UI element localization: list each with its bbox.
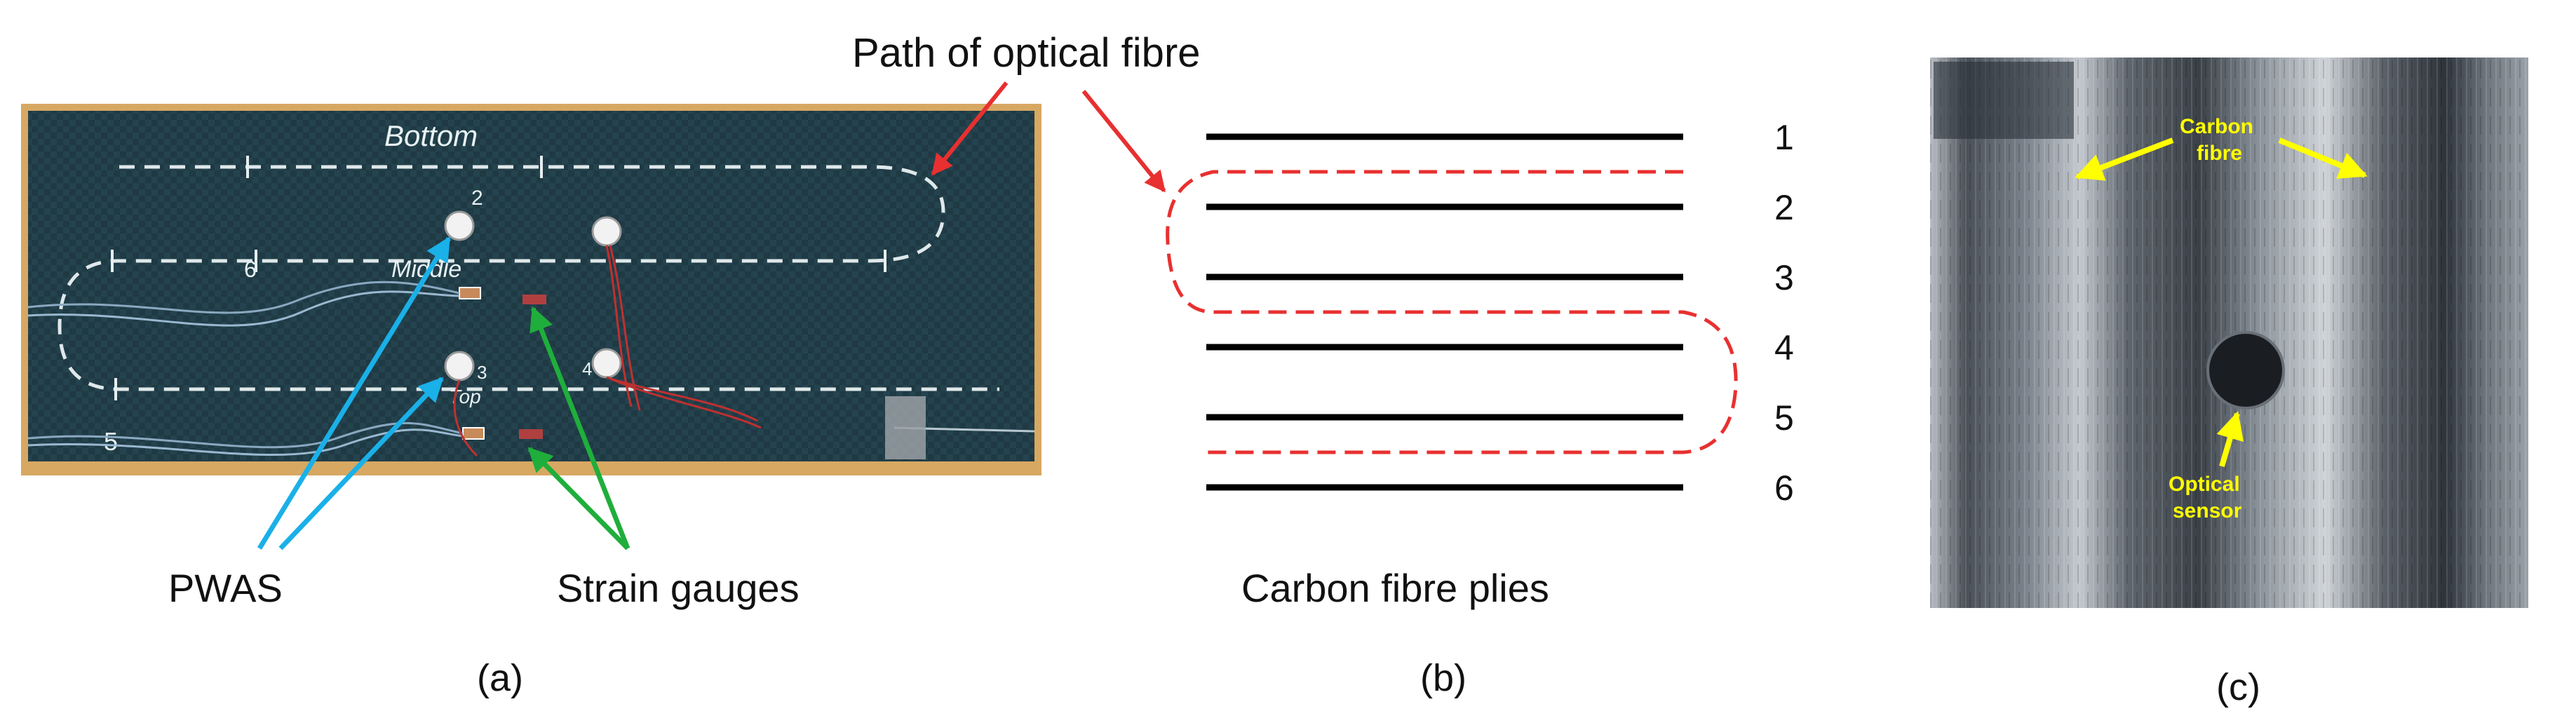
board-label-bottom: Bottom bbox=[384, 119, 478, 152]
optical-sensor-hole bbox=[2206, 331, 2285, 410]
plies-label: Carbon fibre plies bbox=[1241, 566, 1549, 610]
fibre-path-marking bbox=[58, 165, 999, 391]
optical-fibre-path bbox=[1166, 170, 1738, 454]
strain-gauge bbox=[462, 427, 485, 440]
optical-sensor-arrow bbox=[2216, 411, 2244, 468]
carbon-fibre-label: Carbon bbox=[2180, 115, 2253, 138]
optical-sensor-label: Optical bbox=[2169, 473, 2240, 496]
pwas-sensor bbox=[444, 210, 475, 241]
caption-c: (c) bbox=[2216, 666, 2260, 708]
pwas-arrow bbox=[278, 377, 444, 550]
micrograph bbox=[1930, 58, 2528, 608]
pwas-sensor bbox=[591, 348, 622, 379]
fibre-arrow-diagram bbox=[1081, 90, 1166, 193]
micrograph-caption-box bbox=[1934, 62, 2074, 139]
strain-gauge-arrow bbox=[530, 306, 630, 550]
optical-sensor-label: sensor bbox=[2173, 499, 2242, 522]
tick-marks bbox=[111, 156, 886, 400]
composite-plate bbox=[28, 111, 1034, 461]
connector-tab bbox=[885, 396, 926, 459]
board-mark-2: 6 bbox=[244, 257, 257, 282]
strain-gauge bbox=[522, 295, 546, 304]
carbon-fibre-label: fibre bbox=[2197, 142, 2242, 165]
pwas-label: PWAS bbox=[168, 566, 283, 610]
carbon-fibre-arrow bbox=[2075, 137, 2174, 181]
caption-b: (b) bbox=[1420, 657, 1466, 699]
pwas-arrow bbox=[257, 236, 451, 550]
strain-gauge bbox=[459, 287, 481, 299]
strain-gauge bbox=[519, 429, 543, 439]
board-mark-1: 2 bbox=[471, 187, 483, 210]
sensor-number-4: 4 bbox=[582, 358, 592, 379]
board-mark-3: 5 bbox=[104, 427, 118, 456]
panel-a: Bottom Middle Top 2 6 5 3 4 bbox=[21, 81, 1041, 699]
ply-number: 5 bbox=[1774, 398, 1794, 438]
ply-number: 2 bbox=[1774, 188, 1794, 227]
panel-c: Carbon fibre Optical sensor (c) bbox=[1930, 58, 2528, 708]
fibre-path-title: Path of optical fibre bbox=[852, 30, 1201, 76]
ply-number: 1 bbox=[1774, 118, 1794, 157]
sensor-number-3: 3 bbox=[477, 362, 487, 383]
ply-number: 4 bbox=[1774, 328, 1794, 367]
specimen-photo: Bottom Middle Top 2 6 5 3 4 bbox=[21, 104, 1041, 475]
pwas-sensor bbox=[591, 216, 622, 247]
carbon-plies bbox=[1206, 133, 1683, 491]
ply-number: 3 bbox=[1774, 258, 1794, 297]
caption-a: (a) bbox=[477, 657, 523, 699]
panel-b: Path of optical fibre 1 2 3 4 5 6 Carbon… bbox=[852, 30, 1794, 699]
strain-gauge-arrow bbox=[527, 447, 630, 550]
fibre-arrow-photo bbox=[931, 81, 1009, 176]
pwas-sensor bbox=[444, 351, 475, 381]
micrograph-grain bbox=[1930, 58, 2528, 608]
strain-gauges bbox=[459, 287, 546, 440]
sensor-wires bbox=[27, 245, 1035, 457]
carbon-fibre-arrow bbox=[2278, 137, 2368, 179]
ply-number: 6 bbox=[1774, 468, 1794, 508]
strain-gauges-label: Strain gauges bbox=[557, 566, 800, 610]
